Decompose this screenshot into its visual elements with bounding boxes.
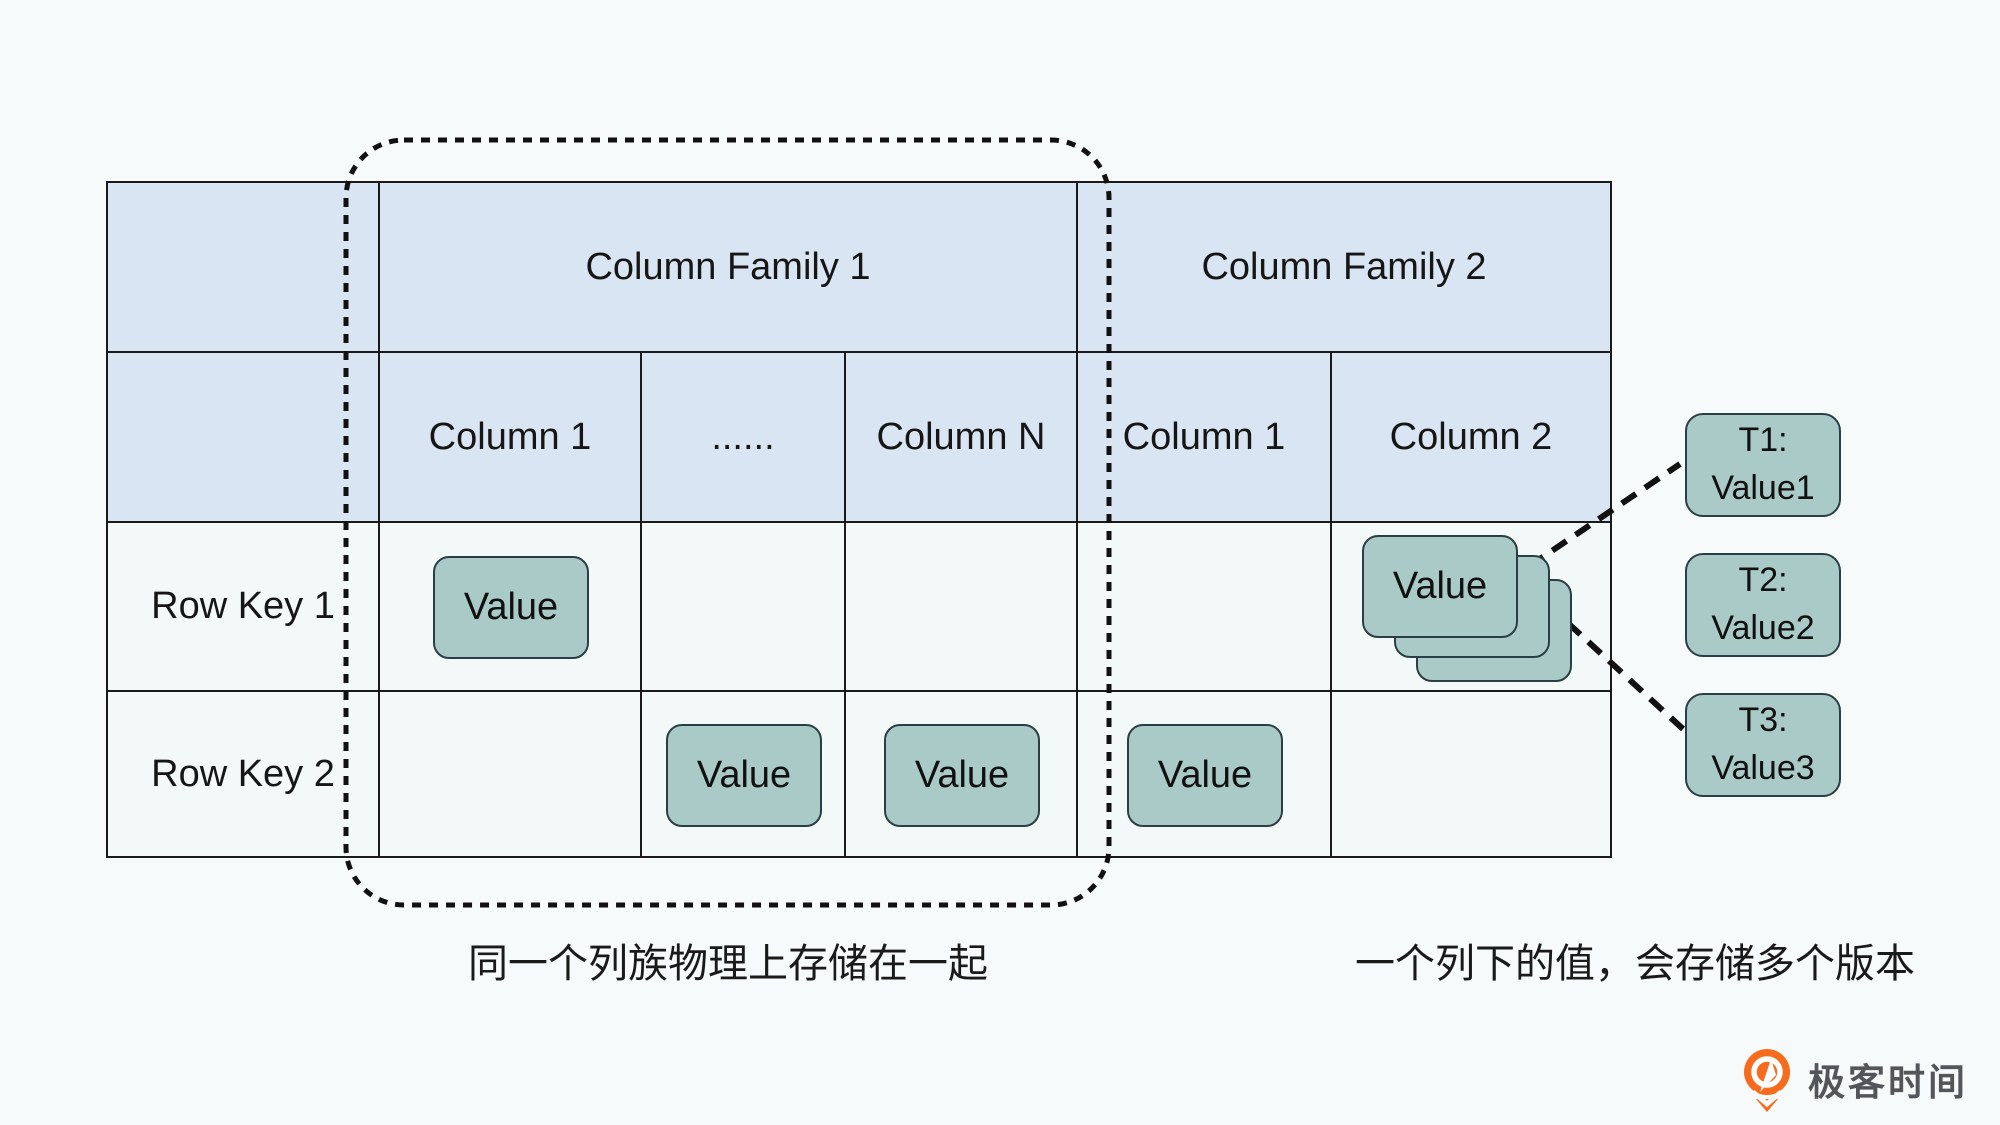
column-family-1-header: Column Family 1 <box>380 183 1078 353</box>
version-t2-value: Value2 <box>1711 609 1815 647</box>
column-family-2-label: Column Family 2 <box>1201 245 1487 288</box>
value-stack-front: Value <box>1362 535 1518 638</box>
cf1-column-ellipsis-header: ...... <box>642 353 846 523</box>
row-key-2-cell: Row Key 2 <box>108 692 380 856</box>
data-cell <box>846 523 1078 692</box>
value-box-rk1-cf1col1: Value <box>433 556 589 659</box>
cf1-column-n-header: Column N <box>846 353 1078 523</box>
value-box-rk2-cf2col1: Value <box>1127 724 1283 827</box>
value-label: Value <box>463 586 559 628</box>
version-box-t3: T3: Value3 <box>1685 693 1841 797</box>
data-cell <box>380 692 642 856</box>
data-cell <box>642 523 846 692</box>
cf1-column-1-header: Column 1 <box>380 353 642 523</box>
cf2-column-1-header: Column 1 <box>1078 353 1332 523</box>
geektime-logo-icon <box>1744 1049 1790 1112</box>
caption-multi-version: 一个列下的值，会存储多个版本 <box>1355 942 1915 986</box>
column-family-1-label: Column Family 1 <box>585 245 871 288</box>
cf1-column-ellipsis-label: ...... <box>711 415 775 458</box>
version-t1-value: Value1 <box>1711 469 1815 507</box>
cf2-column-1-label: Column 1 <box>1122 415 1286 458</box>
version-t3-time: T3: <box>1738 701 1788 740</box>
corner-cell-top <box>108 183 380 353</box>
row-key-2-label: Row Key 2 <box>151 752 335 795</box>
caption-column-family-storage: 同一个列族物理上存储在一起 <box>468 942 988 986</box>
value-box-rk2-cf1ellipsis: Value <box>666 724 822 827</box>
value-label: Value <box>914 754 1010 796</box>
cf2-column-2-label: Column 2 <box>1389 415 1553 458</box>
row-key-1-cell: Row Key 1 <box>108 523 380 692</box>
corner-cell-sub <box>108 353 380 523</box>
version-t2-time: T2: <box>1738 561 1788 600</box>
cf2-column-2-header: Column 2 <box>1332 353 1610 523</box>
column-family-2-header: Column Family 2 <box>1078 183 1610 353</box>
version-box-t2: T2: Value2 <box>1685 553 1841 657</box>
value-box-rk2-cf1coln: Value <box>884 724 1040 827</box>
value-label: Value <box>696 754 792 796</box>
geektime-logo: 极客时间 <box>1740 1046 1968 1116</box>
data-cell <box>1332 692 1610 856</box>
hbase-table: Column Family 1 Column Family 2 Column 1… <box>106 181 1612 858</box>
version-box-t1: T1: Value1 <box>1685 413 1841 517</box>
value-label: Value <box>1157 754 1253 796</box>
cf1-column-n-label: Column N <box>876 415 1046 458</box>
cf1-column-1-label: Column 1 <box>428 415 592 458</box>
row-key-1-label: Row Key 1 <box>151 585 335 627</box>
version-t3-value: Value3 <box>1711 749 1815 787</box>
version-t1-time: T1: <box>1738 421 1788 460</box>
value-label: Value <box>1392 565 1488 607</box>
data-cell <box>1078 523 1332 692</box>
geektime-logo-text: 极客时间 <box>1808 1062 1968 1103</box>
